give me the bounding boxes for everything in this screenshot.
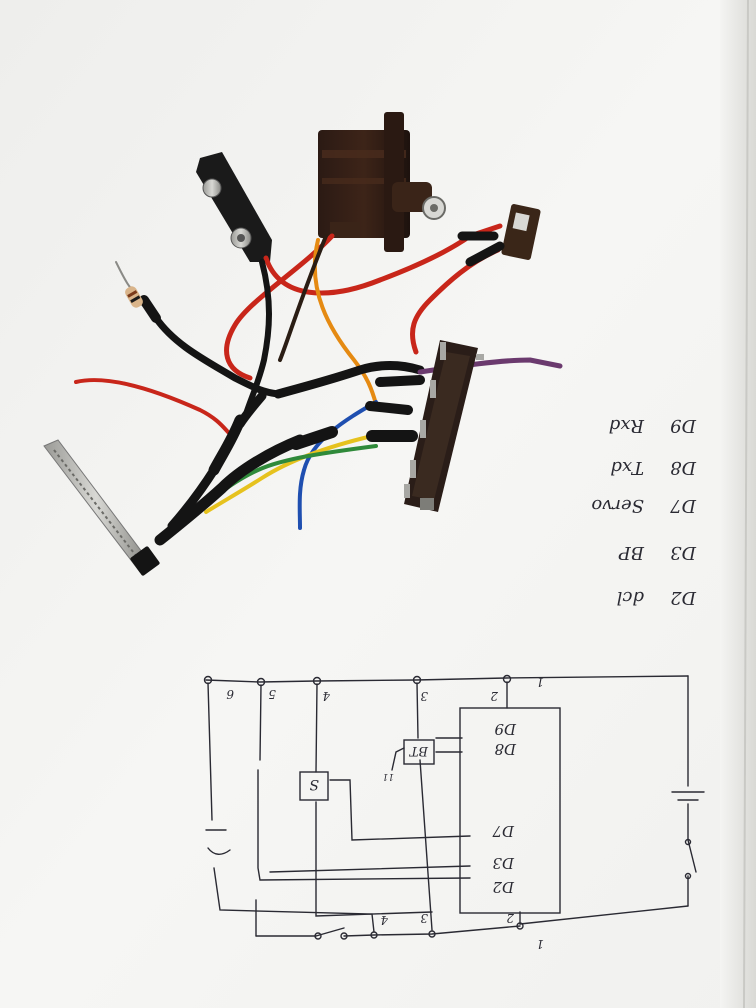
node-label-bottom-4: 4 [380, 913, 389, 927]
circuit-assembly [43, 112, 563, 576]
note-d9-pin: D9 [670, 415, 697, 436]
small-mark: 11 [383, 771, 394, 781]
left-vertical [207, 682, 375, 933]
vertical-3 [416, 682, 433, 931]
note-d8: D8 Txd [610, 457, 697, 478]
chip-pin-d2: D2 [492, 878, 515, 896]
bt-module-label: BT [408, 743, 429, 758]
note-d2-label: dcl [616, 587, 644, 608]
capacitor-symbol [205, 829, 231, 855]
pin-notes: D9 Rxd D8 Txd D7 Servo D3 BP D2 dcl [591, 415, 697, 608]
note-d9-label: Rxd [609, 415, 645, 436]
chip-pin-d9: D9 [494, 720, 517, 738]
node-label-top-5: 5 [268, 687, 276, 701]
chip-pin-d3: D3 [492, 854, 515, 872]
note-d8-label: Txd [610, 457, 644, 478]
chip-pin-d8: D8 [494, 740, 517, 758]
vertical-4 [315, 683, 433, 917]
slide-switch [501, 204, 541, 260]
arduino-nano [404, 340, 484, 512]
note-d2-pin: D2 [670, 587, 697, 608]
paper-edge-shadow [720, 0, 756, 1008]
hand-drawn-schematic [203, 674, 705, 940]
regulator-label: S [309, 776, 319, 792]
chip-pin-d7: D7 [492, 822, 515, 840]
note-d3-label: BP [618, 542, 645, 563]
node-label-top-1: 1 [536, 675, 544, 689]
note-d7-pin: D7 [670, 495, 697, 516]
bt-module-box [403, 739, 435, 765]
node-label-bottom-2: 2 [506, 911, 515, 925]
battery-symbol [671, 791, 705, 801]
schematic-chip [459, 707, 561, 914]
note-d3: D3 BP [618, 542, 697, 563]
right-rail-bottom [519, 905, 689, 925]
note-d7: D7 Servo [591, 495, 697, 516]
node-label-bottom-3: 3 [420, 911, 428, 925]
note-d7-label: Servo [591, 495, 644, 516]
wires [74, 223, 563, 546]
antenna-strip [43, 439, 160, 576]
bottom-rail [255, 925, 521, 937]
vertical-5 [257, 684, 471, 881]
node-label-bottom-1: 1 [536, 937, 544, 951]
note-d9: D9 Rxd [609, 415, 697, 436]
schematic-labels: 6 5 4 3 2 1 4 3 2 1 D9 D8 D7 D3 D2 S BT … [226, 675, 544, 951]
regulator-box [299, 771, 329, 801]
note-d3-pin: D3 [670, 542, 697, 563]
note-d8-pin: D8 [670, 457, 697, 478]
note-d2: D2 dcl [616, 587, 697, 608]
battery-snap [196, 152, 272, 262]
node-label-top-4: 4 [322, 689, 331, 703]
node-label-top-6: 6 [226, 687, 234, 701]
servo-motor [318, 112, 446, 252]
resistor [125, 286, 143, 308]
paper-fold [743, 0, 749, 1008]
node-label-top-3: 3 [420, 689, 428, 703]
top-rail [205, 675, 689, 683]
node-label-top-2: 2 [490, 689, 499, 703]
switch-symbol [687, 803, 697, 907]
